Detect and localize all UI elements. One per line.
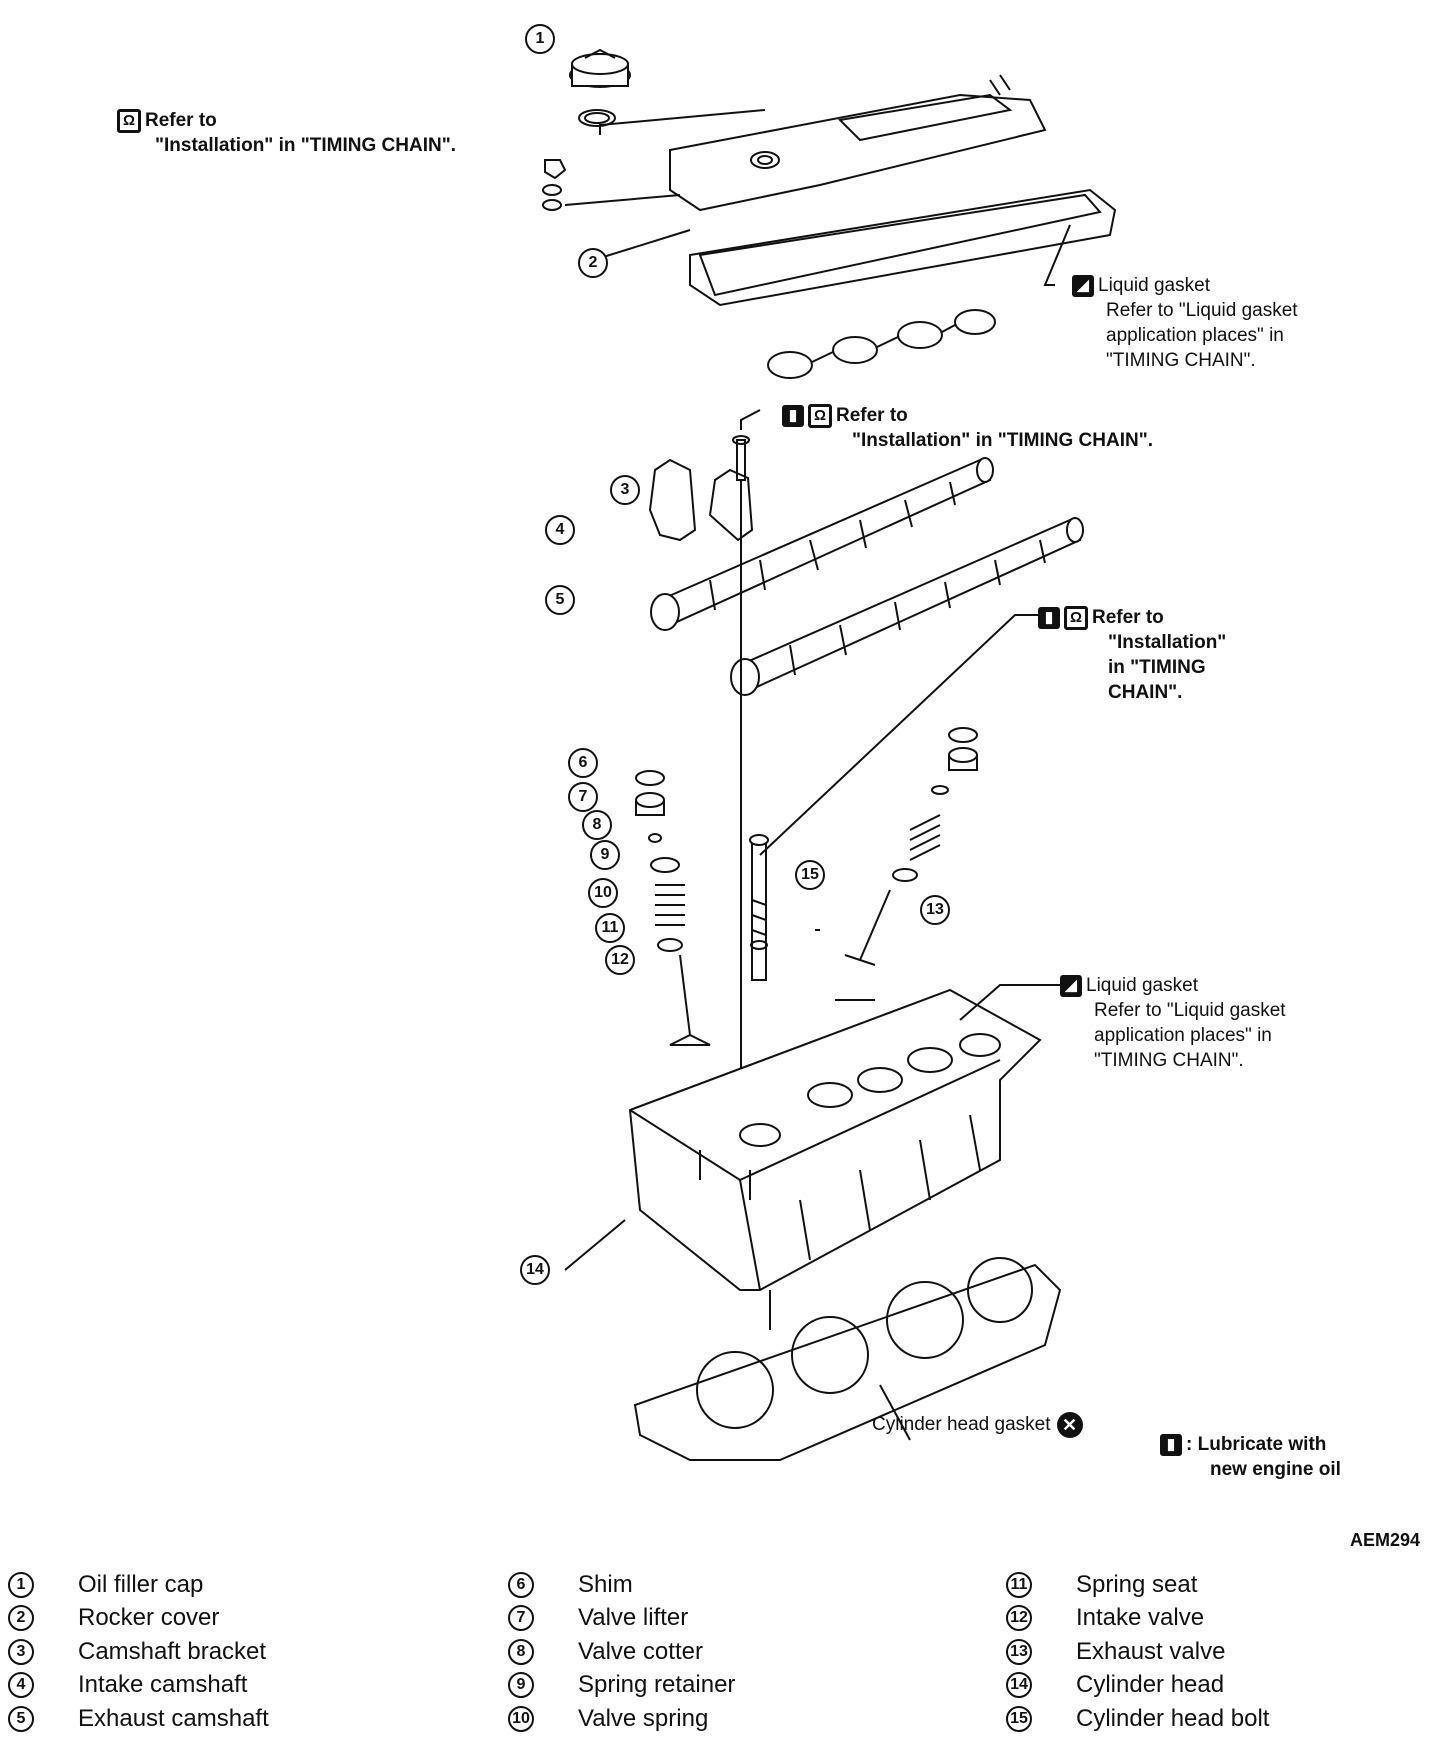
liquid-gasket-icon: ◢ <box>1060 974 1082 997</box>
torque-icon: Ω <box>808 403 832 428</box>
callout-5: 5 <box>545 585 575 615</box>
callout-9: 9 <box>590 840 620 870</box>
callout-10: 10 <box>588 878 618 908</box>
torque-icon: Ω <box>1064 605 1088 630</box>
torque-icon: Ω <box>117 108 141 133</box>
callout-4: 4 <box>545 515 575 545</box>
spark-plug-seals <box>767 309 996 379</box>
valve-train-right <box>844 727 978 966</box>
annotation-lubricate: ▮: Lubricate with new engine oil <box>1160 1432 1341 1482</box>
exhaust-camshaft <box>730 517 1084 696</box>
rocker-cover-bolt <box>542 159 567 211</box>
callout-2: 2 <box>578 248 608 278</box>
callout-15: 15 <box>795 860 825 890</box>
figure-code: AEM294 <box>1349 1530 1420 1550</box>
callout-1: 1 <box>525 24 555 54</box>
callout-8: 8 <box>582 810 612 840</box>
rocker-cover-gasket <box>689 188 1117 307</box>
oil-can-icon: ▮ <box>1038 606 1060 629</box>
callout-14: 14 <box>520 1255 550 1285</box>
callout-3: 3 <box>610 475 640 505</box>
annotation-liquid-gasket-lower: ◢Liquid gasket Refer to "Liquid gasket a… <box>1060 973 1286 1073</box>
intake-camshaft <box>650 457 994 631</box>
rocker-cover <box>669 74 1047 212</box>
callout-11: 11 <box>595 913 625 943</box>
oil-can-icon: ▮ <box>1160 1433 1182 1456</box>
oil-can-icon: ▮ <box>782 404 804 427</box>
callout-6: 6 <box>568 748 598 778</box>
annotation-liquid-gasket-upper: ◢Liquid gasket Refer to "Liquid gasket a… <box>1072 273 1298 373</box>
annotation-cylinder-head-gasket: Cylinder head gasket✕ <box>872 1412 1083 1438</box>
oil-filler-cap <box>569 48 631 127</box>
camshaft-brackets <box>648 435 754 542</box>
callout-13: 13 <box>920 895 950 925</box>
cylinder-head-gasket <box>633 1257 1062 1461</box>
valve-train-left <box>635 770 711 1046</box>
liquid-gasket-icon: ◢ <box>1072 274 1094 297</box>
cylinder-head <box>628 988 1042 1291</box>
callout-7: 7 <box>568 782 598 812</box>
do-not-reuse-icon: ✕ <box>1056 1412 1083 1438</box>
cylinder-head-bolt <box>749 834 769 981</box>
callout-12: 12 <box>605 945 635 975</box>
